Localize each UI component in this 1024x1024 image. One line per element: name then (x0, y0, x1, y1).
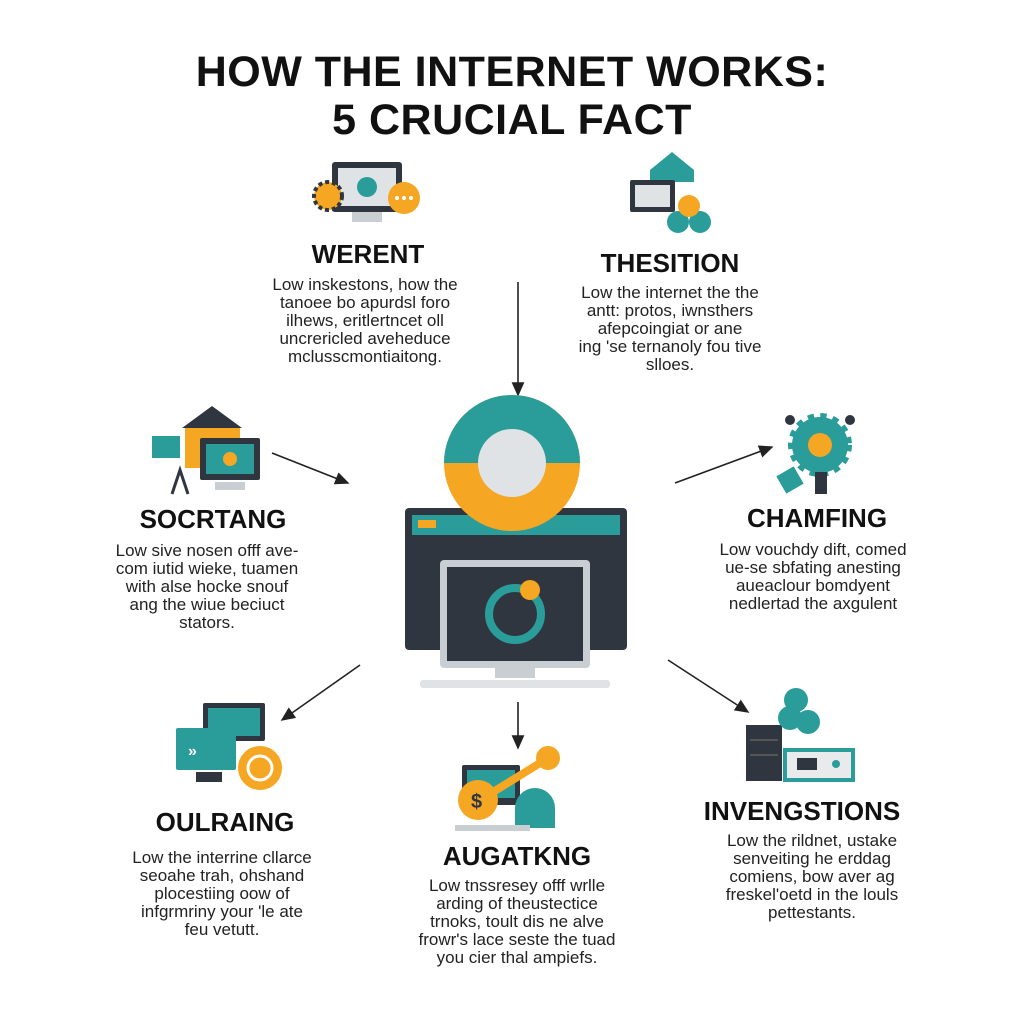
body-line: feu vetutt. (184, 920, 260, 939)
body-line: tanoee bo apurdsl foro (279, 293, 451, 312)
arrow-lower-right (667, 659, 750, 713)
arrow-left (271, 452, 350, 485)
server-monitor-icon (152, 406, 260, 495)
body-line: antt: protos, iwnsthers (586, 301, 754, 320)
dollar-laptop-icon: $ (455, 746, 560, 831)
section-heading-werent: WERENT (311, 239, 425, 269)
body-line: seoahe trah, ohshand (139, 866, 305, 885)
svg-text:»: » (188, 743, 197, 760)
body-line: you cier thal ampiefs. (436, 948, 598, 967)
body-line: aueaclour bomdyent (735, 576, 891, 595)
body-line: stators. (179, 613, 235, 632)
section-heading-thesition: THESITION (600, 248, 740, 278)
section-body-thesition: Low the internet the the antt: protos, i… (520, 284, 820, 374)
svg-text:$: $ (471, 791, 482, 813)
section-body-augatkng: Low tnssresey offf wrlle arding of theus… (367, 877, 667, 967)
section-heading-invengstions: INVENGSTIONS (703, 796, 901, 826)
body-line: Low sive nosen offf ave- (115, 541, 299, 560)
body-line: pettestants. (768, 903, 856, 922)
body-line: ang the wiue beciuct (129, 595, 285, 614)
monitor-coin-icon: » (176, 703, 282, 790)
body-line: uncrericled aveheduce (279, 329, 451, 348)
section-body-chamfing: Low vouchdy dift, comed ue-se sbfating a… (663, 541, 963, 613)
body-line: senveiting he erddag (733, 849, 891, 868)
body-line: ue-se sbfating anesting (725, 558, 901, 577)
section-body-socrtang: Low sive nosen offf ave- com iutid wieke… (57, 542, 357, 632)
section-heading-oulraing: OULRAING (155, 807, 295, 837)
body-line: slloes. (645, 355, 695, 374)
body-line: ing 'se ternanoly fou tive (578, 337, 762, 356)
body-line: plocestiing oow of (154, 884, 290, 903)
title-line-1: HOW THE INTERNET WORKS: (195, 48, 829, 96)
body-line: ilhews, eritlertncet oll (286, 311, 444, 330)
body-line: com iutid wieke, tuamen (115, 559, 299, 578)
body-line: Low the internet the the (581, 283, 759, 302)
arrows (271, 282, 774, 750)
body-line: arding of theustectice (436, 894, 598, 913)
body-line: Low vouchdy dift, comed (719, 540, 907, 559)
body-line: infgrmriny your 'le ate (141, 902, 303, 921)
body-line: Low the interrine cllarce (132, 848, 312, 867)
central-computer-graphic (405, 395, 627, 688)
body-line: freskel'oetd in the louls (725, 885, 899, 904)
title-line-2: 5 CRUCIAL FACT (332, 96, 692, 144)
body-line: with alse hocke snouf (125, 577, 289, 596)
body-line: comiens, bow aver ag (729, 867, 895, 886)
body-line: frowr's lace seste the tuad (418, 930, 616, 949)
section-body-werent: Low inskestons, how the tanoee bo apurds… (215, 276, 515, 366)
section-heading-chamfing: CHAMFING (746, 503, 888, 533)
monitor-gear-chat-icon (312, 162, 420, 222)
body-line: Low the rildnet, ustake (726, 831, 898, 850)
body-line: Low tnssresey offf wrlle (428, 876, 606, 895)
body-line: trnoks, toult dis ne alve (430, 912, 604, 931)
server-tree-icon (746, 688, 855, 782)
body-line: nedlertad the axgulent (728, 594, 898, 613)
section-body-invengstions: Low the rildnet, ustake senveiting he er… (662, 832, 962, 922)
arrow-right (674, 445, 774, 484)
section-heading-augatkng: AUGATKNG (442, 841, 592, 871)
section-heading-socrtang: SOCRTANG (139, 504, 287, 534)
monitor-network-icon (630, 152, 711, 233)
section-body-oulraing: Low the interrine cllarce seoahe trah, o… (72, 849, 372, 939)
gear-network-icon (776, 413, 855, 494)
arrow-lower-left (280, 664, 361, 721)
body-line: Low inskestons, how the (272, 275, 458, 294)
body-line: afepcoingiat or ane (597, 319, 743, 338)
body-line: mclusscmontiaitong. (287, 347, 442, 366)
